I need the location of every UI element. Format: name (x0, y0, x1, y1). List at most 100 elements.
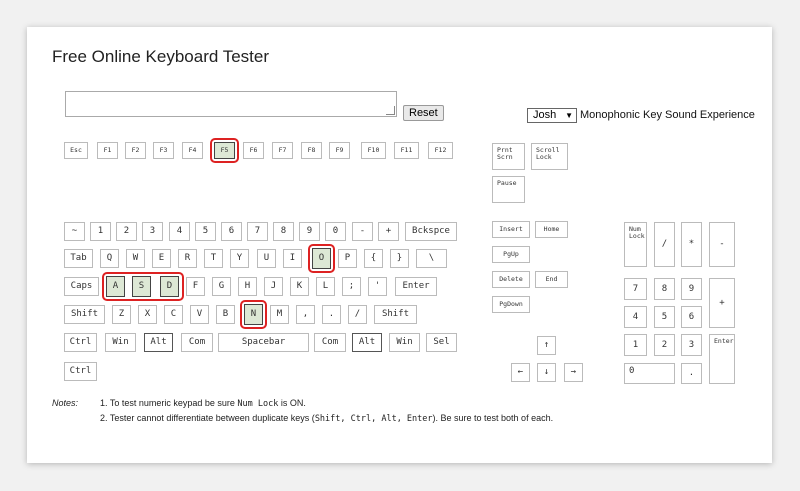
key-f5[interactable]: F5 (214, 142, 235, 159)
key-right-shift[interactable]: Shift (374, 305, 417, 324)
key-comma[interactable]: , (296, 305, 315, 324)
key-s[interactable]: S (132, 276, 151, 297)
key-f[interactable]: F (186, 277, 205, 296)
key-arrow-left[interactable]: ← (511, 363, 530, 382)
key-tab[interactable]: Tab (64, 249, 93, 268)
key-w[interactable]: W (126, 249, 145, 268)
key-f11[interactable]: F11 (394, 142, 419, 159)
key-numpad-divide[interactable]: / (654, 222, 675, 267)
key-left-ctrl[interactable]: Ctrl (64, 333, 97, 352)
key-right-win[interactable]: Win (389, 333, 420, 352)
key-b[interactable]: B (216, 305, 235, 324)
key-numpad-2[interactable]: 2 (654, 334, 675, 356)
key-q[interactable]: Q (100, 249, 119, 268)
key-l[interactable]: L (316, 277, 335, 296)
key-right-com[interactable]: Com (314, 333, 346, 352)
key-f12[interactable]: F12 (428, 142, 453, 159)
key-backspace[interactable]: Bckspce (405, 222, 457, 241)
key-scroll-lock[interactable]: Scroll Lock (531, 143, 568, 170)
key-right-alt[interactable]: Alt (352, 333, 382, 352)
key-arrow-right[interactable]: → (564, 363, 583, 382)
key-z[interactable]: Z (112, 305, 131, 324)
key-f9[interactable]: F9 (329, 142, 350, 159)
key-f8[interactable]: F8 (301, 142, 322, 159)
key-numpad-plus[interactable]: + (709, 278, 735, 328)
key-k[interactable]: K (290, 277, 309, 296)
key-caps-lock[interactable]: Caps (64, 277, 99, 296)
key-numpad-1[interactable]: 1 (624, 334, 647, 356)
key-1[interactable]: 1 (90, 222, 111, 241)
key-minus[interactable]: - (352, 222, 373, 241)
key-f1[interactable]: F1 (97, 142, 118, 159)
key-f4[interactable]: F4 (182, 142, 203, 159)
key-left-alt[interactable]: Alt (144, 333, 173, 352)
key-extra-ctrl[interactable]: Ctrl (64, 362, 97, 381)
key-numpad-4[interactable]: 4 (624, 306, 647, 328)
key-spacebar[interactable]: Spacebar (218, 333, 309, 352)
key-3[interactable]: 3 (142, 222, 163, 241)
key-e[interactable]: E (152, 249, 171, 268)
key-9[interactable]: 9 (299, 222, 320, 241)
key-n[interactable]: N (244, 304, 263, 325)
key-insert[interactable]: Insert (492, 221, 530, 238)
key-enter[interactable]: Enter (395, 277, 437, 296)
key-j[interactable]: J (264, 277, 283, 296)
key-f6[interactable]: F6 (243, 142, 264, 159)
key-a[interactable]: A (106, 276, 125, 297)
user-select[interactable]: Josh▼ (527, 108, 577, 123)
key-numpad-enter[interactable]: Enter (709, 334, 735, 384)
key-f3[interactable]: F3 (153, 142, 174, 159)
key-f10[interactable]: F10 (361, 142, 386, 159)
key-5[interactable]: 5 (195, 222, 216, 241)
key-numpad-multiply[interactable]: * (681, 222, 702, 267)
key-backslash[interactable]: \ (416, 249, 447, 268)
key-left-brace[interactable]: { (364, 249, 383, 268)
key-i[interactable]: I (283, 249, 302, 268)
key-num-lock[interactable]: Num Lock (624, 222, 647, 267)
key-page-up[interactable]: PgUp (492, 246, 530, 263)
key-f2[interactable]: F2 (125, 142, 146, 159)
key-f7[interactable]: F7 (272, 142, 293, 159)
typing-textarea[interactable] (65, 91, 397, 117)
key-c[interactable]: C (164, 305, 183, 324)
reset-button[interactable]: Reset (403, 105, 444, 121)
key-u[interactable]: U (257, 249, 276, 268)
key-slash[interactable]: / (348, 305, 367, 324)
key-numpad-9[interactable]: 9 (681, 278, 702, 300)
key-print-screen[interactable]: Prnt Scrn (492, 143, 525, 170)
key-h[interactable]: H (238, 277, 257, 296)
key-m[interactable]: M (270, 305, 289, 324)
resize-grip-icon[interactable] (386, 106, 395, 115)
key-d[interactable]: D (160, 276, 179, 297)
key-p[interactable]: P (338, 249, 357, 268)
key-left-shift[interactable]: Shift (64, 305, 105, 324)
key-semicolon[interactable]: ; (342, 277, 361, 296)
key-esc[interactable]: Esc (64, 142, 88, 159)
key-v[interactable]: V (190, 305, 209, 324)
key-6[interactable]: 6 (221, 222, 242, 241)
key-numpad-minus[interactable]: - (709, 222, 735, 267)
key-g[interactable]: G (212, 277, 231, 296)
key-arrow-down[interactable]: ↓ (537, 363, 556, 382)
key-2[interactable]: 2 (116, 222, 137, 241)
key-x[interactable]: X (138, 305, 157, 324)
key-numpad-0[interactable]: 0 (624, 363, 675, 384)
key-sel[interactable]: Sel (426, 333, 457, 352)
key-0[interactable]: 0 (325, 222, 346, 241)
key-o[interactable]: O (312, 248, 331, 269)
key-home[interactable]: Home (535, 221, 568, 238)
key-period[interactable]: . (322, 305, 341, 324)
key-4[interactable]: 4 (169, 222, 190, 241)
key-y[interactable]: Y (230, 249, 249, 268)
key-numpad-5[interactable]: 5 (654, 306, 675, 328)
key-quote[interactable]: ' (368, 277, 387, 296)
key-end[interactable]: End (535, 271, 568, 288)
key-plus[interactable]: + (378, 222, 399, 241)
key-numpad-8[interactable]: 8 (654, 278, 675, 300)
key-delete[interactable]: Delete (492, 271, 530, 288)
key-numpad-decimal[interactable]: . (681, 363, 702, 384)
key-right-brace[interactable]: } (390, 249, 409, 268)
key-page-down[interactable]: PgDown (492, 296, 530, 313)
key-numpad-3[interactable]: 3 (681, 334, 702, 356)
key-left-com[interactable]: Com (181, 333, 213, 352)
